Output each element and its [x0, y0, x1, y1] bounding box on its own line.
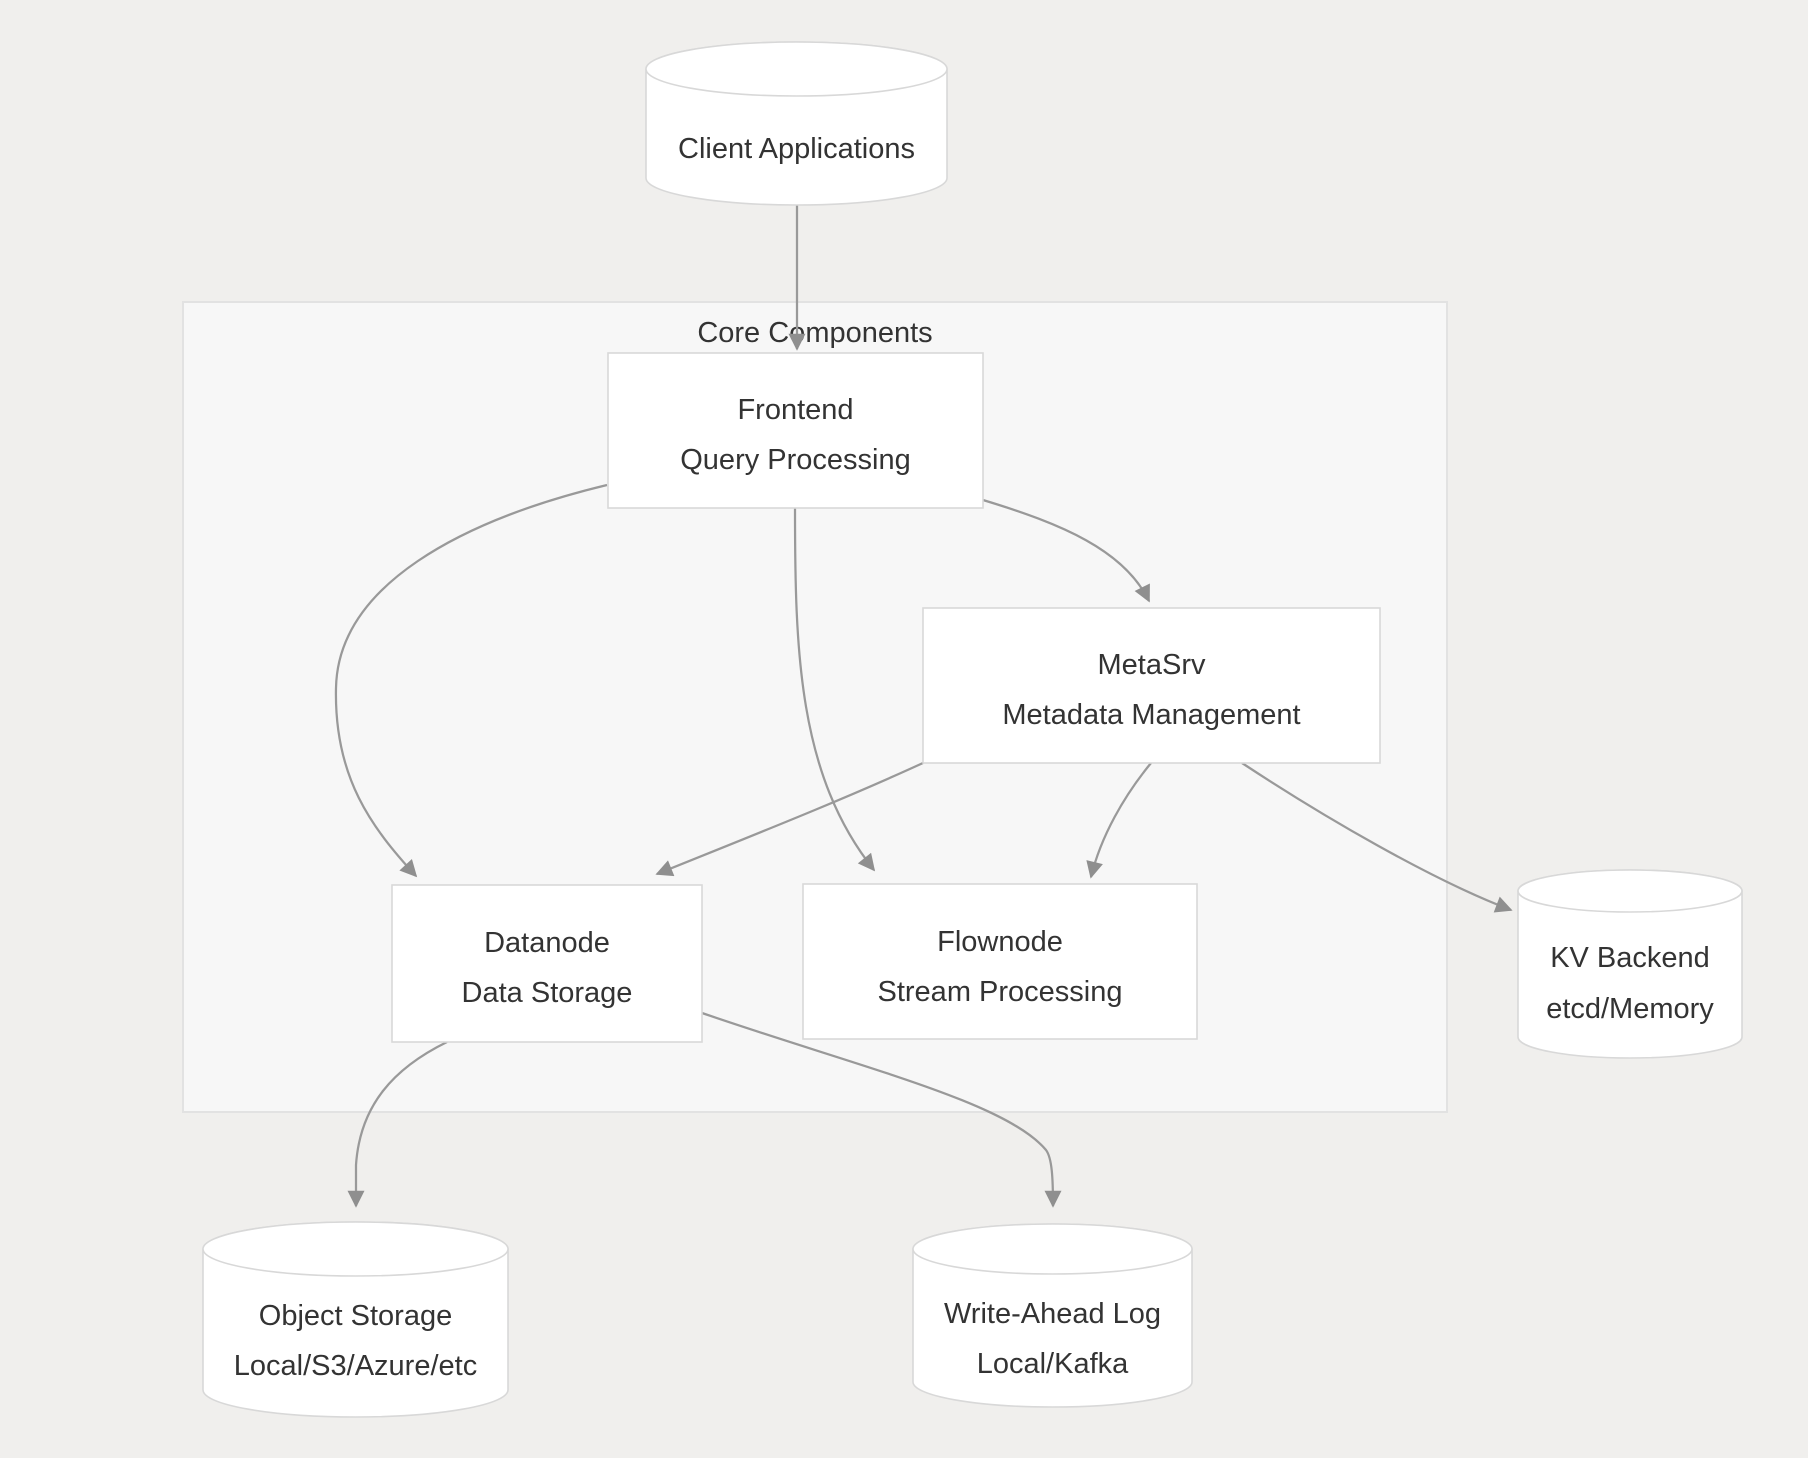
frontend-box	[607, 352, 984, 509]
edges-layer	[334, 205, 1513, 1208]
node-datanode: Datanode Data Storage	[391, 884, 703, 1043]
frontend-label-line2: Query Processing	[680, 444, 911, 476]
node-client-applications: Client Applications	[645, 41, 948, 206]
frontend-label-line1: Frontend	[737, 394, 853, 426]
object-storage-cylinder-top	[202, 1221, 509, 1277]
metasrv-label-line1: MetaSrv	[1098, 649, 1206, 681]
node-kv-backend: KV Backend etcd/Memory	[1517, 869, 1743, 1059]
metasrv-label-line2: Metadata Management	[1002, 699, 1300, 731]
object-storage-label-line1: Object Storage	[259, 1300, 452, 1332]
edge-frontend-to-metasrv	[982, 498, 1151, 603]
edge-metasrv-to-flownode	[1086, 762, 1152, 879]
wal-label-line1: Write-Ahead Log	[944, 1298, 1161, 1330]
core-components-group-label: Core Components	[697, 317, 932, 349]
node-metasrv: MetaSrv Metadata Management	[922, 607, 1381, 764]
datanode-box	[391, 884, 703, 1043]
datanode-label-line1: Datanode	[484, 927, 610, 959]
client-applications-label: Client Applications	[678, 133, 915, 165]
edge-frontend-to-flownode	[793, 507, 876, 872]
wal-label-line2: Local/Kafka	[977, 1348, 1129, 1380]
flownode-label-line1: Flownode	[937, 926, 1063, 958]
metasrv-box	[922, 607, 1381, 764]
datanode-label-line2: Data Storage	[462, 977, 633, 1009]
wal-cylinder-top	[912, 1223, 1193, 1275]
node-frontend: Frontend Query Processing	[607, 352, 984, 509]
kv-backend-label-line2: etcd/Memory	[1546, 993, 1714, 1025]
flownode-box	[802, 883, 1198, 1040]
kv-backend-label-line1: KV Backend	[1550, 942, 1710, 974]
edge-frontend-to-datanode	[334, 483, 608, 878]
node-flownode: Flownode Stream Processing	[802, 883, 1198, 1040]
client-applications-cylinder-top	[645, 41, 948, 97]
flownode-label-line2: Stream Processing	[878, 976, 1123, 1008]
node-write-ahead-log: Write-Ahead Log Local/Kafka	[912, 1223, 1193, 1408]
edge-metasrv-to-kvbackend	[1241, 762, 1513, 913]
edge-datanode-to-wal	[701, 1011, 1062, 1208]
edge-metasrv-to-datanode	[655, 761, 924, 877]
edge-datanode-to-objectstorage	[347, 1040, 448, 1208]
kv-backend-cylinder-top	[1517, 869, 1743, 913]
node-object-storage: Object Storage Local/S3/Azure/etc	[202, 1221, 509, 1418]
object-storage-label-line2: Local/S3/Azure/etc	[234, 1350, 477, 1382]
